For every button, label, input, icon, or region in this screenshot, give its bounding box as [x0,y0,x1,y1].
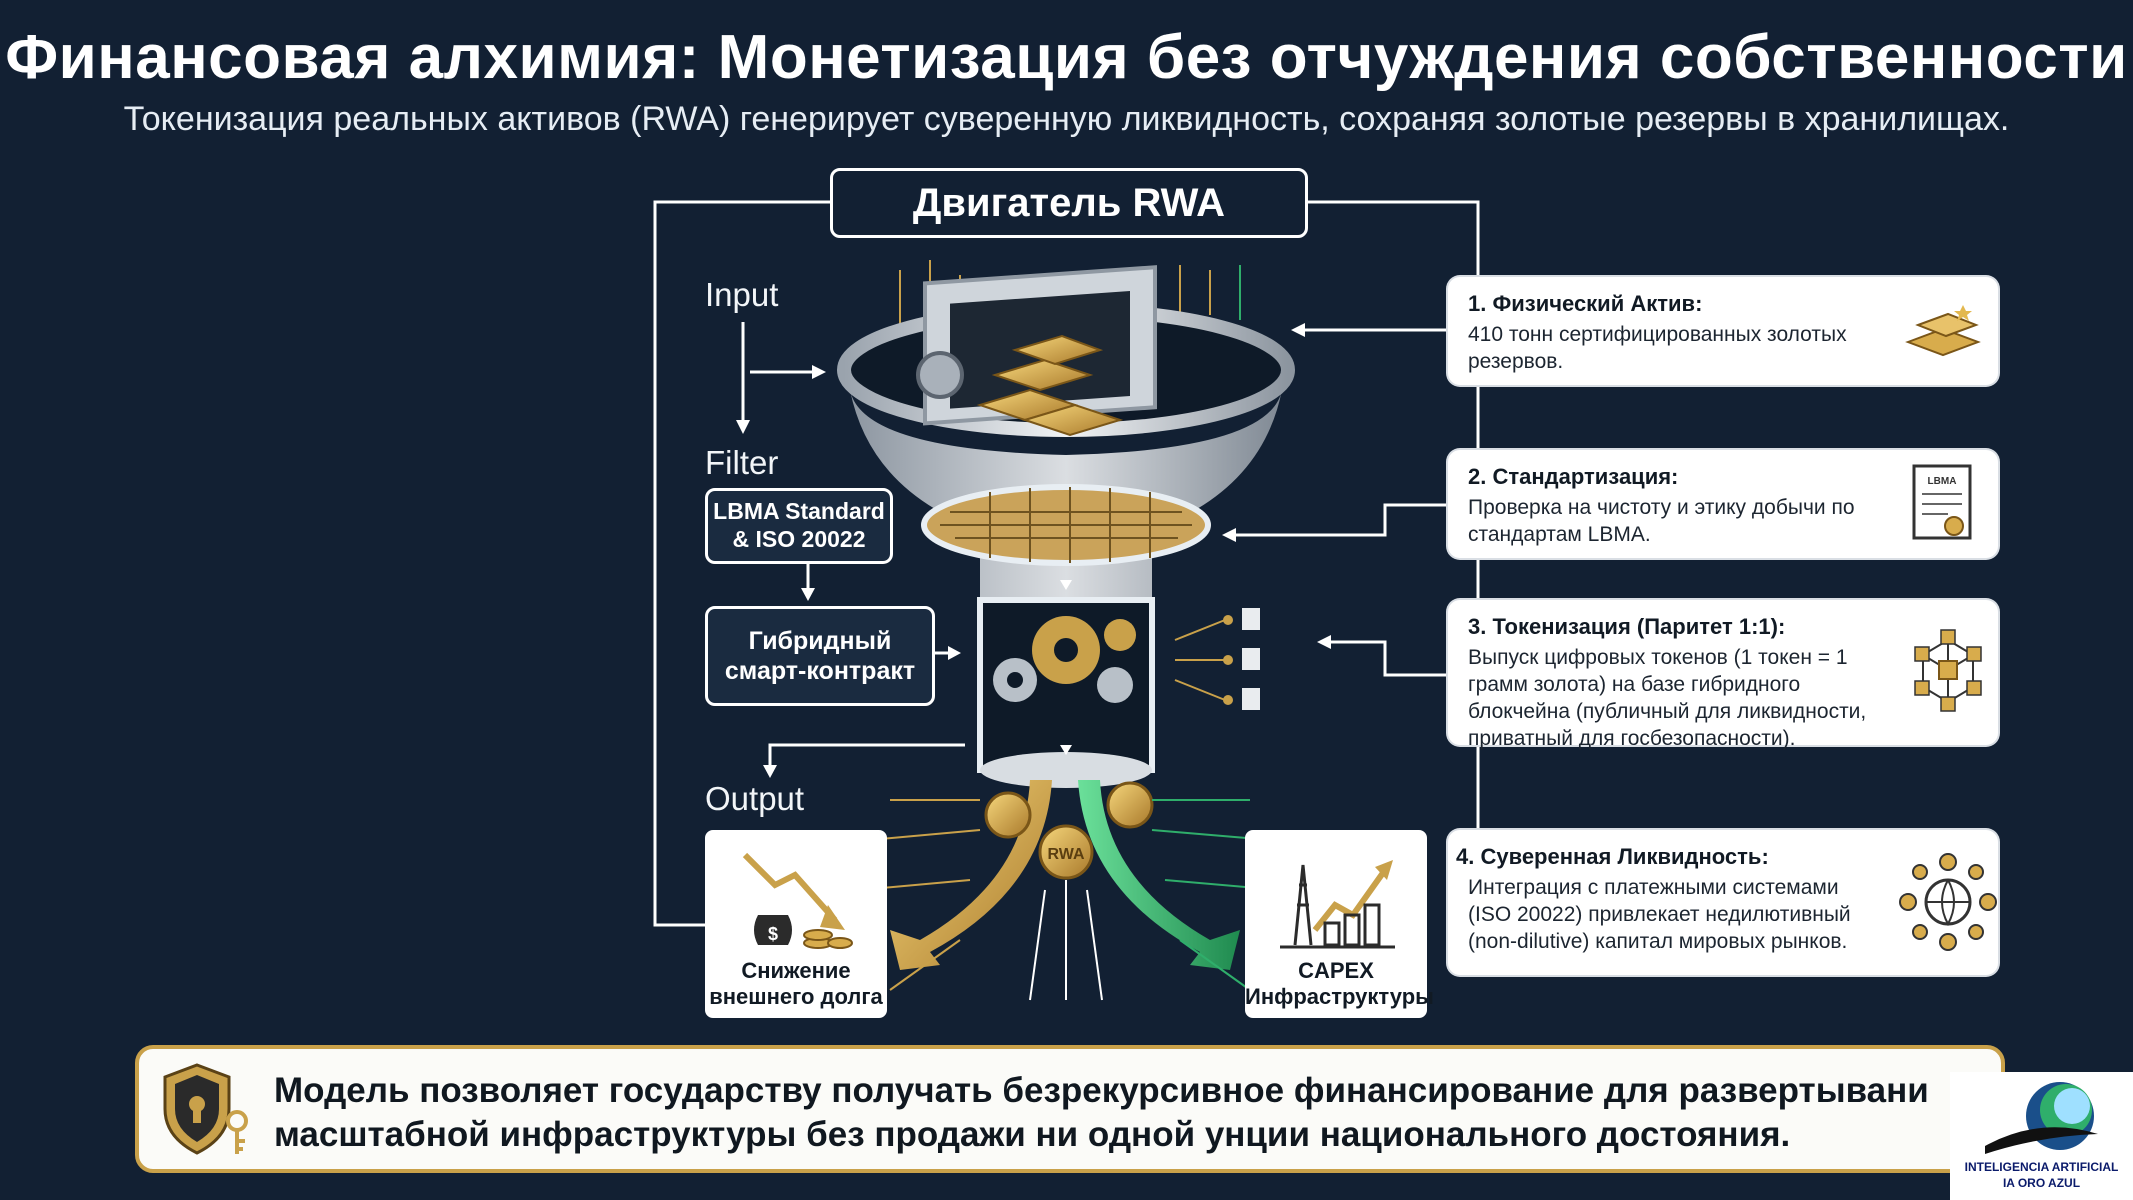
step-heading: 4. Суверенная Ликвидность: [1456,844,1769,869]
step-heading: 1. Физический Актив: [1468,291,1703,316]
input-label: Input [705,276,779,313]
debt-decline-icon: $ [742,852,853,949]
global-network-icon [1899,853,1997,951]
output-debt-label: Снижение внешнего долга [709,958,883,1009]
step-card-3: 3. Токенизация (Паритет 1:1): Выпуск циф… [1448,600,1998,750]
rwa-coin-label: RWA [1047,846,1084,863]
step-text: Интеграция с платежными системами (ISO 2… [1468,876,1851,953]
shield-lock-icon [163,1063,248,1155]
ia-oro-azul-logo: INTELIGENCIA ARTIFICIAL IA ORO AZUL [1950,1072,2133,1200]
conclusion-text: Модель позволяет государству получать бе… [274,1071,1929,1154]
page-title: Финансовая алхимия: Монетизация без отчу… [5,23,2128,92]
infrastructure-growth-icon [1280,860,1395,949]
step-text: 410 тонн сертифицированных золотых резер… [1468,323,1847,373]
step-card-2: 2. Стандартизация: Проверка на чистоту и… [1448,450,1998,558]
output-debt-card: $ Снижение внешнего долга [705,830,887,1018]
output-capex-label: CAPEX Инфраструктуры [1245,958,1434,1009]
certificate-icon-label: LBMA [1928,476,1957,487]
step-text: Выпуск цифровых токенов (1 токен = 1 гра… [1468,646,1867,750]
output-capex-card: CAPEX Инфраструктуры [1245,830,1434,1018]
engine-title-box: Двигатель RWA [830,168,1308,238]
logo-line-2: IA ORO AZUL [2002,1176,2081,1190]
step-card-1: 1. Физический Актив: 410 тонн сертифицир… [1448,277,1998,385]
logo-swoosh-icon [1985,1082,2098,1154]
rwa-funnel-illustration: RWA [837,260,1295,1001]
certificate-icon: LBMA [1912,464,1972,540]
step-heading: 2. Стандартизация: [1468,464,1679,489]
filter-standard-box: LBMA Standard & ISO 20022 [705,488,893,564]
conclusion-banner: Модель позволяет государству получать бе… [135,1045,2005,1173]
gold-bars-icon [1905,305,1981,357]
hybrid-contract-box: Гибридный смарт-контракт [705,606,935,706]
logo-line-1: INTELIGENCIA ARTIFICIAL [1964,1160,2119,1174]
step-heading: 3. Токенизация (Паритет 1:1): [1468,614,1786,639]
step-card-4: 4. Суверенная Ликвидность: Интеграция с … [1448,830,1998,975]
step-text: Проверка на чистоту и этику добычи по ст… [1468,496,1855,546]
blockchain-icon [1914,629,1982,712]
svg-text:$: $ [768,924,778,944]
page-subtitle: Токенизация реальных активов (RWA) генер… [123,100,2010,138]
filter-label: Filter [705,444,779,481]
output-label: Output [705,780,805,817]
